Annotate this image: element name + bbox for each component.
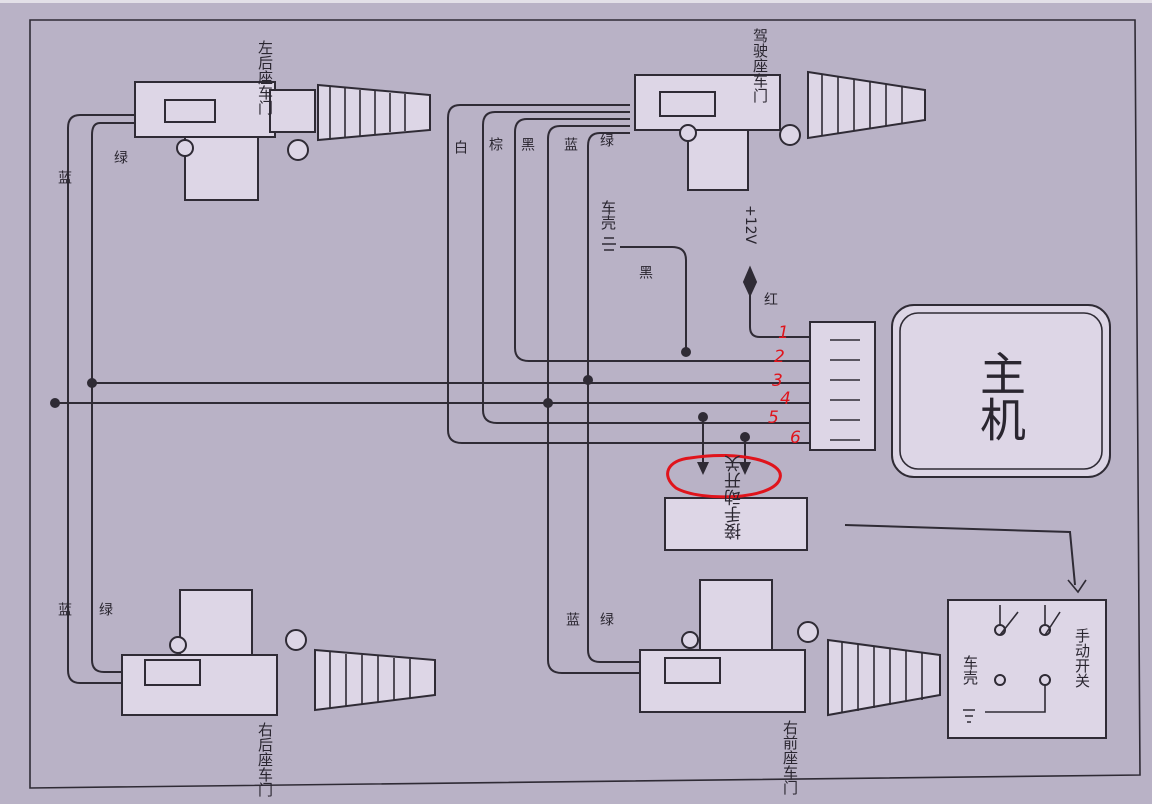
- manual-switch: [947, 599, 1107, 739]
- power-label: +12V: [742, 205, 758, 245]
- ground-symbol: [602, 237, 616, 251]
- host-label: 主机: [973, 350, 1027, 442]
- wire-label-blue-front: 蓝: [564, 612, 580, 626]
- wire-label-green-driver: 绿: [598, 133, 614, 147]
- door-label-left-rear: 左后座车门: [256, 40, 274, 116]
- pin-number: 6: [790, 428, 801, 448]
- pin-number: 3: [772, 371, 783, 391]
- wire-label-white: 白: [452, 140, 468, 154]
- pin-number: 4: [780, 389, 791, 409]
- actuator-right-front: [639, 579, 941, 717]
- ground-label: 车壳: [599, 200, 617, 231]
- wire-label-green-front: 绿: [598, 612, 614, 626]
- wire-label-black: 黑: [519, 137, 535, 152]
- wire-label-blue-driver: 蓝: [562, 137, 578, 151]
- manual-switch-ground-label: 车壳: [961, 655, 979, 686]
- connector-block: [809, 321, 876, 451]
- wire-label-green-left: 绿: [112, 150, 128, 164]
- pin-number: 1: [778, 323, 789, 343]
- connect-switch-label: 接手动开关: [725, 455, 746, 540]
- actuator-driver: [634, 70, 926, 191]
- page-border: [29, 19, 1141, 789]
- door-label-right-rear: 右后座车门: [256, 722, 274, 798]
- actuator-left-rear: [134, 81, 431, 201]
- pin-number: 5: [768, 408, 779, 428]
- wire-label-brown: 棕: [487, 137, 503, 151]
- door-label-right-front: 右前座车门: [781, 720, 799, 796]
- host-unit: [891, 304, 1111, 478]
- connect-switch-box: [664, 497, 808, 551]
- wire-label-blue-left: 蓝: [56, 170, 72, 184]
- wire-label-black-ground: 黑: [637, 265, 653, 280]
- wire-label-blue-left-bottom: 蓝: [56, 602, 72, 616]
- wire-label-green-left-bottom: 绿: [97, 602, 113, 616]
- red-highlight-circle: [666, 454, 782, 499]
- wire-label-red: 红: [762, 292, 778, 306]
- actuator-right-rear: [121, 589, 436, 716]
- door-label-driver: 驾驶座车门: [751, 28, 769, 104]
- junction-dots: [50, 347, 750, 442]
- pin-number: 2: [774, 347, 785, 367]
- manual-switch-label: 手动开关: [1073, 628, 1091, 688]
